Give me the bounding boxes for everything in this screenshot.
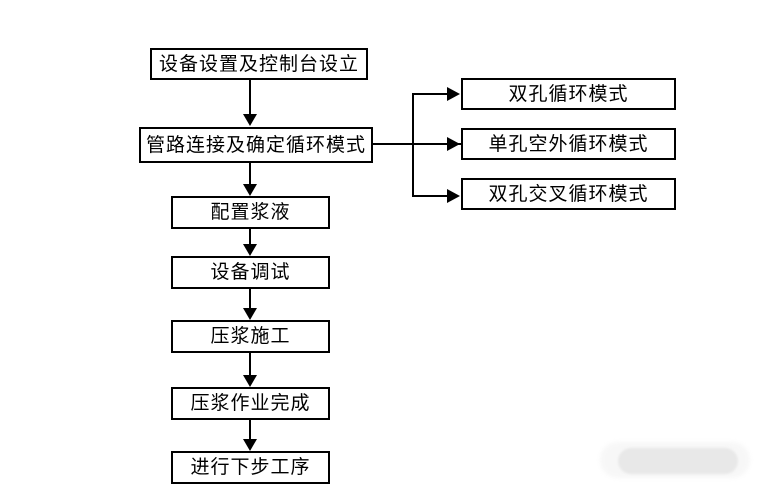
connector-step4-step5 bbox=[249, 289, 251, 309]
node-step4-label: 设备调试 bbox=[210, 262, 291, 283]
node-step7-label: 进行下步工序 bbox=[190, 457, 311, 478]
connector-step1-step2 bbox=[249, 80, 251, 115]
arrowhead-step6-step7 bbox=[243, 439, 257, 451]
arrowhead-step4-step5 bbox=[243, 308, 257, 320]
arrowhead-mode1 bbox=[447, 87, 460, 101]
connector-step6-step7 bbox=[249, 420, 251, 440]
node-mode2-label: 单孔空外循环模式 bbox=[488, 133, 649, 155]
arrowhead-mode3 bbox=[447, 189, 460, 203]
connector-branch-trunk bbox=[412, 94, 414, 197]
node-mode3-label: 双孔交叉循环模式 bbox=[488, 183, 649, 205]
arrowhead-step1-step2 bbox=[243, 114, 257, 126]
node-step3[interactable]: 配置浆液 bbox=[171, 196, 330, 229]
arrowhead-step3-step4 bbox=[243, 244, 257, 256]
connector-branch-mode3 bbox=[412, 195, 448, 197]
node-step1[interactable]: 设备设置及控制台设立 bbox=[150, 48, 368, 80]
node-step2-label: 管路连接及确定循环模式 bbox=[145, 134, 366, 156]
arrowhead-step5-step6 bbox=[243, 375, 257, 387]
node-step6-label: 压浆作业完成 bbox=[190, 393, 311, 414]
node-step5-label: 压浆施工 bbox=[210, 326, 291, 347]
arrowhead-step2-step3 bbox=[243, 184, 257, 196]
node-mode1-label: 双孔循环模式 bbox=[508, 83, 629, 105]
node-mode2[interactable]: 单孔空外循环模式 bbox=[461, 128, 676, 160]
connector-step2-branch-stub bbox=[373, 143, 461, 145]
node-step2[interactable]: 管路连接及确定循环模式 bbox=[139, 127, 373, 163]
node-mode1[interactable]: 双孔循环模式 bbox=[461, 78, 676, 110]
connector-step5-step6 bbox=[249, 353, 251, 376]
connector-step3-step4 bbox=[249, 229, 251, 245]
node-step7[interactable]: 进行下步工序 bbox=[171, 451, 330, 484]
node-step4[interactable]: 设备调试 bbox=[171, 256, 330, 289]
connector-step2-step3 bbox=[249, 163, 251, 185]
node-step5[interactable]: 压浆施工 bbox=[171, 320, 330, 353]
watermark bbox=[618, 448, 738, 474]
node-mode3[interactable]: 双孔交叉循环模式 bbox=[461, 178, 676, 210]
node-step3-label: 配置浆液 bbox=[210, 202, 291, 223]
connector-branch-mode1 bbox=[412, 93, 448, 95]
node-step1-label: 设备设置及控制台设立 bbox=[158, 53, 359, 75]
node-step6[interactable]: 压浆作业完成 bbox=[171, 387, 330, 420]
arrowhead-mode2 bbox=[447, 137, 460, 151]
